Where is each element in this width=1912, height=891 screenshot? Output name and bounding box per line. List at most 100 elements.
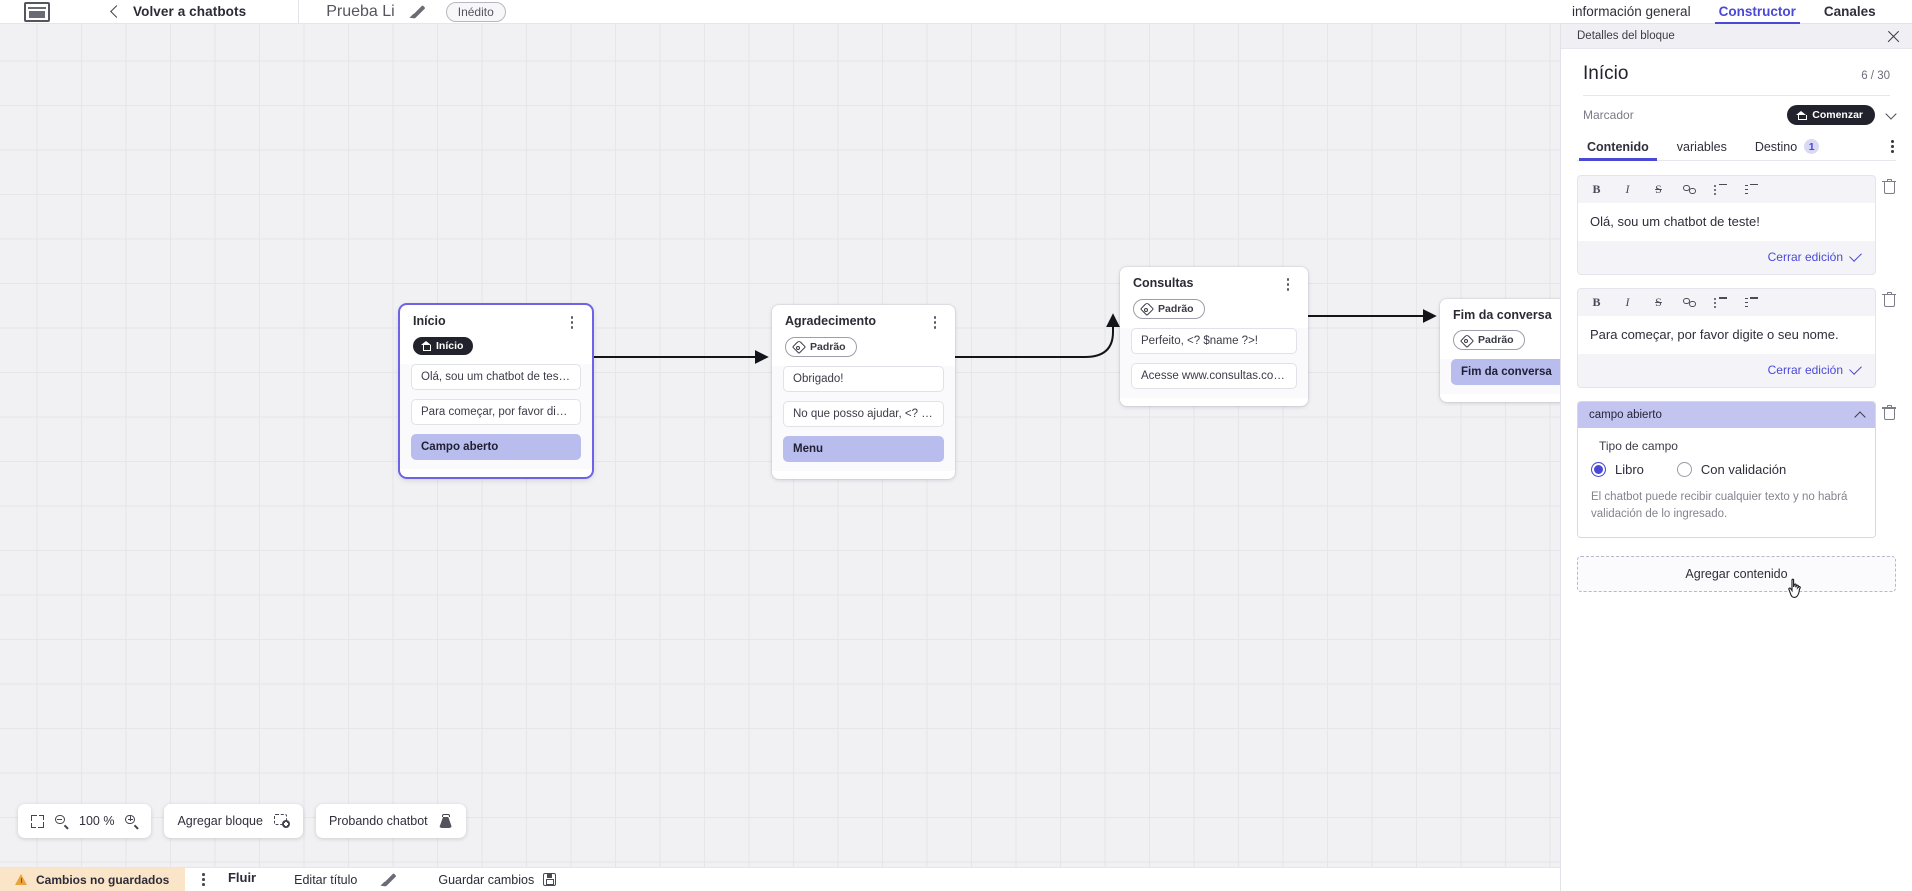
kebab-menu-icon[interactable] — [565, 314, 579, 329]
tab-contenido[interactable]: Contenido — [1579, 139, 1657, 161]
node-header: Fim da conversa — [1440, 308, 1561, 322]
node-messages: Obrigado! No que posso ajudar, <? $name … — [772, 365, 955, 471]
chevron-left-icon[interactable] — [110, 5, 123, 18]
check-icon — [1849, 249, 1862, 263]
bold-button[interactable]: B — [1592, 295, 1601, 310]
marker-value: Comenzar — [1812, 109, 1863, 121]
field-block-header[interactable]: campo abierto — [1578, 402, 1875, 429]
strikethrough-button[interactable]: S — [1655, 295, 1662, 310]
panel-tabs: Contenido variables Destino 1 — [1577, 139, 1896, 161]
node-tag-badge: Início — [413, 336, 474, 355]
add-block-button[interactable]: Agregar bloque — [164, 804, 303, 838]
radio-con-validacion[interactable] — [1676, 462, 1692, 478]
chevron-down-icon[interactable] — [1885, 107, 1897, 120]
edit-title-button[interactable]: Editar título — [294, 872, 396, 887]
tab-constructor[interactable]: Constructor — [1714, 4, 1801, 24]
marker-row: Marcador Comenzar — [1561, 96, 1912, 125]
node-messages: Olá, sou um chatbot de teste! Para começ… — [400, 364, 592, 470]
kebab-menu-icon[interactable] — [928, 314, 942, 329]
pencil-icon[interactable] — [410, 4, 425, 19]
tab-variables[interactable]: variables — [1676, 139, 1727, 154]
bullet-list-icon[interactable] — [1714, 184, 1727, 195]
panel-body: B I S Olá, sou um chatbot de teste! Cerr… — [1561, 161, 1912, 538]
tab-destino[interactable]: Destino 1 — [1755, 139, 1820, 154]
bullet-list-icon[interactable] — [1714, 297, 1727, 308]
node-message[interactable]: Para começar, por favor digite o ... — [411, 399, 581, 426]
pencil-icon — [381, 872, 396, 887]
panel-header-title: Detalles del bloque — [1577, 30, 1675, 42]
italic-button[interactable]: I — [1625, 295, 1630, 310]
node-tag-badge: Padrão — [785, 336, 857, 357]
kebab-menu-icon[interactable] — [1891, 139, 1896, 154]
close-icon[interactable] — [1887, 30, 1900, 43]
node-message[interactable]: Olá, sou um chatbot de teste! — [411, 364, 581, 391]
home-icon — [421, 341, 432, 352]
tab-informacion-general[interactable]: información general — [1572, 4, 1691, 19]
add-block-label: Agregar bloque — [177, 814, 263, 828]
close-edit-button[interactable]: Cerrar edición — [1578, 241, 1875, 274]
kebab-menu-icon[interactable] — [202, 873, 205, 886]
test-chatbot-button[interactable]: Probando chatbot — [315, 804, 466, 838]
bold-button[interactable]: B — [1592, 182, 1601, 196]
link-icon[interactable] — [1683, 184, 1696, 195]
tag-icon — [1462, 335, 1473, 345]
flow-node-inicio[interactable]: Início Início Olá, sou um chatbot de tes… — [400, 305, 592, 478]
zoom-in-icon[interactable] — [125, 814, 139, 829]
node-message[interactable]: Perfeito, <? $name ?>! — [1131, 327, 1297, 354]
marker-dropdown-button[interactable]: Comenzar — [1787, 105, 1875, 125]
block-details-panel: Detalles del bloque Início 6 / 30 Marcad… — [1560, 24, 1912, 891]
flask-icon — [439, 813, 453, 829]
flow-node-consultas[interactable]: Consultas Padrão Perfeito, <? $name ?>! … — [1120, 267, 1308, 406]
canvas-toolbar: 100 % Agregar bloque Probando chatbot — [18, 804, 466, 838]
unsaved-changes-badge: Cambios no guardados — [0, 867, 186, 891]
radio-libro[interactable] — [1591, 462, 1606, 478]
character-counter: 6 / 30 — [1861, 70, 1890, 82]
italic-button[interactable]: I — [1625, 182, 1630, 196]
save-changes-button[interactable]: Guardar cambios — [438, 873, 557, 887]
node-tag-badge: Padrão — [1133, 298, 1205, 319]
rich-text-editor[interactable]: B I S Para começar, por favor digite o s… — [1577, 288, 1876, 389]
tag-icon — [1142, 304, 1153, 314]
status-bar: Cambios no guardados Fluir Editar título… — [0, 867, 1561, 891]
node-message[interactable]: No que posso ajudar, <? $name ... — [783, 400, 944, 427]
close-edit-label: Cerrar edición — [1767, 363, 1843, 378]
zoom-level-label: 100 % — [79, 814, 115, 828]
flow-node-fim-da-conversa[interactable]: Fim da conversa Padrão Fim da conversa — [1440, 299, 1561, 402]
node-message-field[interactable]: Fim da conversa — [1451, 359, 1561, 385]
node-tag-badge: Padrão — [1453, 330, 1525, 350]
numbered-list-icon[interactable] — [1745, 184, 1758, 195]
top-bar: Volver a chatbots Prueba Li Inédito — [0, 0, 1561, 24]
editor-text-value[interactable]: Para começar, por favor digite o seu nom… — [1578, 316, 1875, 355]
trash-icon[interactable] — [1882, 292, 1896, 308]
node-message-field[interactable]: Campo aberto — [411, 434, 581, 461]
strikethrough-button[interactable]: S — [1655, 182, 1662, 196]
flow-canvas[interactable]: Início Início Olá, sou um chatbot de tes… — [0, 24, 1561, 867]
publish-status-badge: Inédito — [445, 1, 506, 22]
trash-icon[interactable] — [1882, 405, 1896, 421]
node-message[interactable]: Obrigado! — [783, 365, 944, 392]
trash-icon[interactable] — [1882, 179, 1896, 194]
link-icon[interactable] — [1683, 297, 1696, 308]
node-messages: Fim da conversa — [1440, 359, 1561, 394]
rich-text-editor[interactable]: B I S Olá, sou um chatbot de teste! Cerr… — [1577, 175, 1876, 276]
right-top-tabs: información general Constructor Canales — [1560, 0, 1912, 24]
back-to-chatbots-link[interactable]: Volver a chatbots — [133, 4, 247, 19]
editor-text-value[interactable]: Olá, sou um chatbot de teste! — [1578, 203, 1875, 242]
close-edit-button[interactable]: Cerrar edición — [1578, 354, 1875, 387]
chevron-up-icon[interactable] — [1854, 411, 1866, 423]
node-message-field[interactable]: Menu — [783, 435, 944, 462]
node-header: Agradecimento — [772, 314, 955, 329]
floppy-disk-icon — [543, 873, 557, 886]
tab-canales[interactable]: Canales — [1823, 4, 1876, 19]
node-message[interactable]: Acesse www.consultas.com par... — [1131, 362, 1297, 389]
zoom-out-icon[interactable] — [55, 814, 68, 829]
kebab-menu-icon[interactable] — [1281, 276, 1295, 291]
flow-node-agradecimento[interactable]: Agradecimento Padrão Obrigado! No que po… — [772, 305, 955, 479]
test-chatbot-label: Probando chatbot — [328, 814, 428, 828]
zoom-controls[interactable]: 100 % — [18, 804, 152, 838]
numbered-list-icon[interactable] — [1745, 297, 1758, 308]
fit-screen-icon[interactable] — [31, 814, 44, 828]
tab-fluir[interactable]: Fluir — [218, 870, 266, 891]
add-content-button[interactable]: Agregar contenido — [1577, 555, 1896, 592]
radio-con-validacion-label: Con validación — [1700, 462, 1787, 478]
